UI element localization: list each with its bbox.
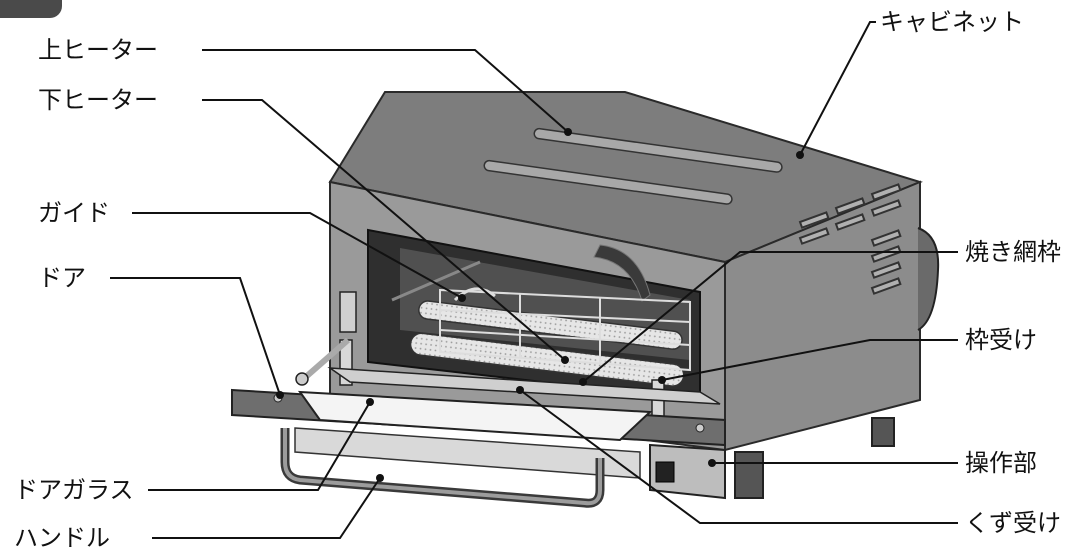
top-slot-2 <box>483 159 733 205</box>
label-door-glass: ドアガラス <box>14 476 134 504</box>
leader-crumb-tray <box>519 389 958 524</box>
label-handle: ハンドル <box>14 524 110 552</box>
label-crumb-tray: くず受け <box>965 509 1061 537</box>
door-screw-right <box>695 423 705 433</box>
door-glass-area <box>297 390 653 442</box>
leader-door <box>110 277 281 396</box>
leader-upper-heater <box>202 49 569 133</box>
label-upper-heater: 上ヒーター <box>38 36 158 64</box>
leader-door-glass <box>148 401 371 491</box>
leader-cabinet <box>799 21 876 156</box>
guide-rail <box>391 260 481 302</box>
top-slot-1 <box>533 127 783 173</box>
label-control-panel: 操作部 <box>965 449 1037 477</box>
corner-tab <box>0 0 62 18</box>
control-strip <box>649 443 726 500</box>
leader-lower-heater <box>202 99 566 361</box>
leader-lines <box>110 21 958 539</box>
rear-knob <box>917 227 940 331</box>
foot-front <box>734 451 764 499</box>
crumb-tray-shape <box>327 367 721 405</box>
door-knob <box>295 372 309 386</box>
label-cabinet: キャビネット <box>880 8 1024 36</box>
oven-fan <box>593 244 651 302</box>
leader-grill-rack <box>582 251 958 383</box>
label-frame-holder: 枠受け <box>965 326 1037 354</box>
label-door: ドア <box>38 264 86 292</box>
label-lower-heater: 下ヒーター <box>38 86 158 114</box>
side-vents <box>798 183 902 295</box>
leader-dots <box>276 128 804 482</box>
left-bracket <box>339 291 357 333</box>
label-guide: ガイド <box>38 199 110 227</box>
grill-rack <box>439 288 691 372</box>
label-grill-rack-frame: 焼き網枠 <box>965 238 1061 266</box>
door-arm <box>298 337 350 385</box>
leader-handle <box>152 477 381 539</box>
power-switch <box>655 461 675 483</box>
foot-right <box>871 417 895 447</box>
leader-guide <box>132 212 463 299</box>
leader-frame-holder <box>661 339 958 381</box>
